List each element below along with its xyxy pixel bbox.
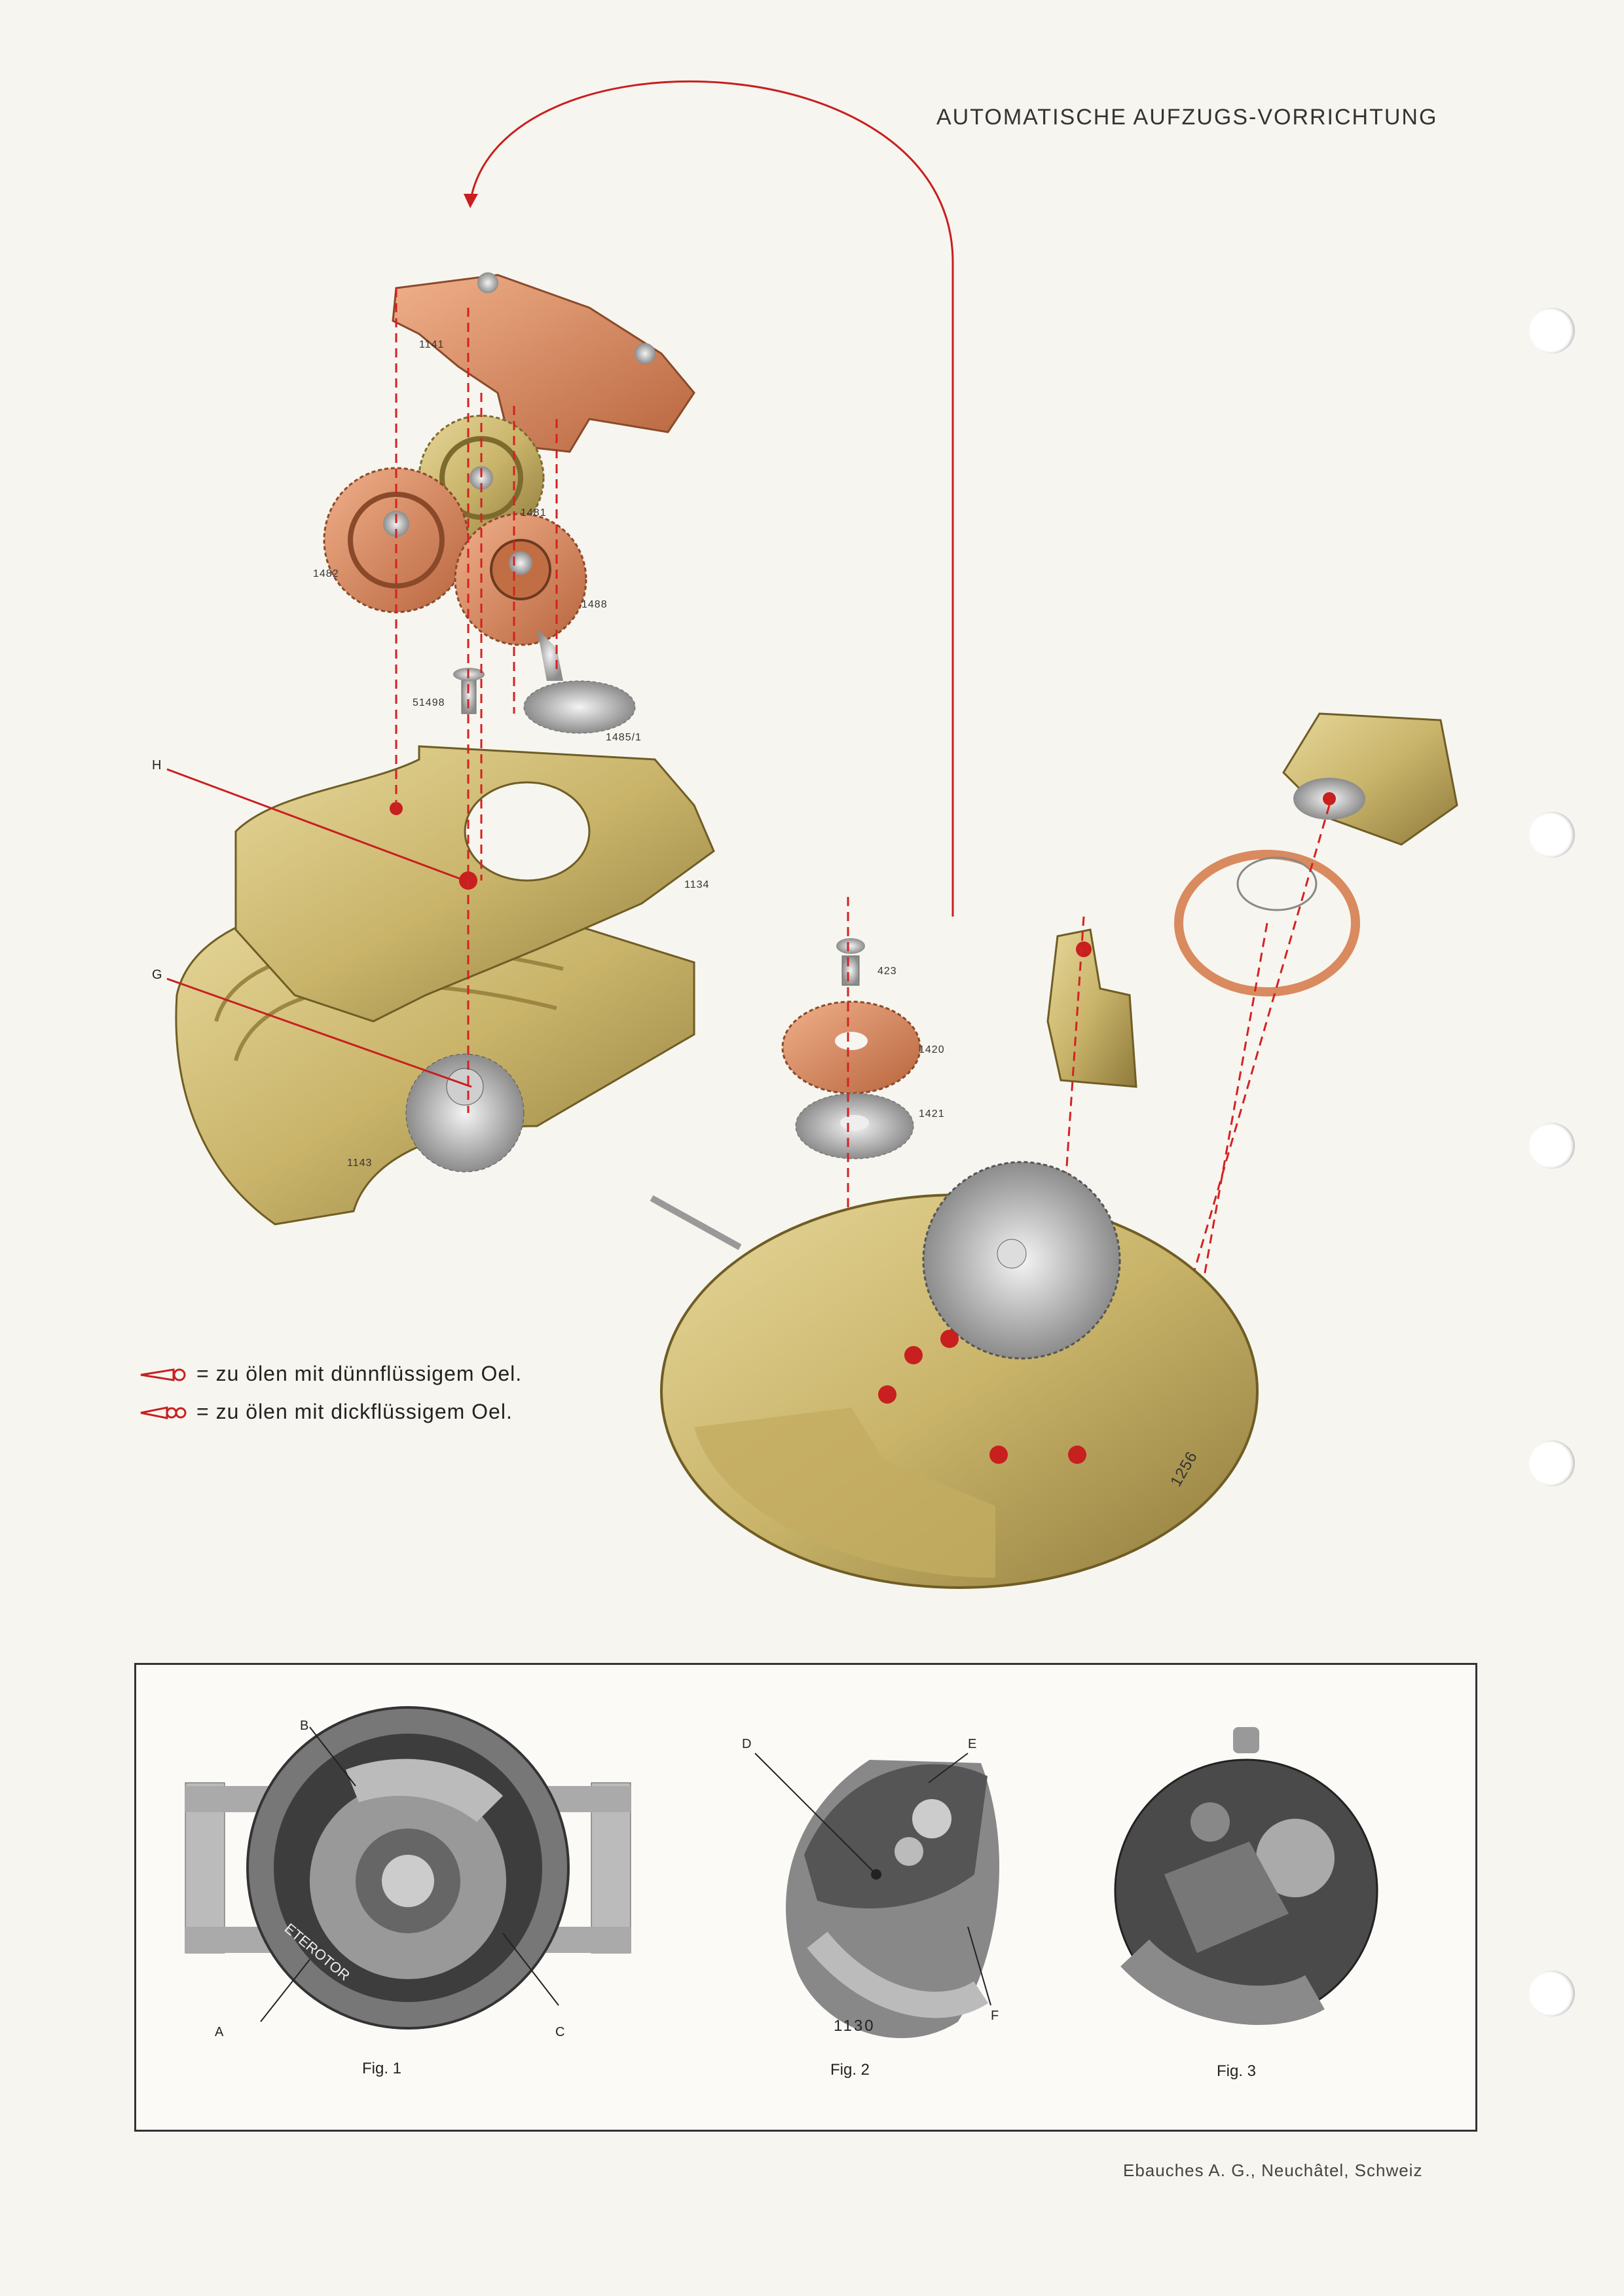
thick-oil-icon [140,1406,187,1419]
balance-wheel [1174,850,1360,996]
binder-hole [1529,308,1575,354]
fig1-label-a: A [215,2025,224,2039]
balance-cock [1282,712,1458,846]
publisher-footer: Ebauches A. G., Neuchâtel, Schweiz [1123,2160,1423,2180]
part-number-1421: 1421 [919,1108,945,1120]
fig1-label-b: B [300,1719,309,1733]
legend-thick-oil: = zu ölen mit dickflüssigem Oel. [196,1400,513,1423]
thin-oil-icon [140,1368,186,1381]
figure-panel: ETEROTOR B A C D E F 1130 Fig. 1 [134,1663,1477,2132]
bridge-1141 [392,274,695,453]
label-g: G [152,968,162,982]
binder-hole [1529,1123,1575,1169]
fig1-watch-photo [185,1706,631,2030]
part-number-1420: 1420 [919,1044,945,1055]
arrow-head-icon [464,194,478,208]
base-movement [650,1161,1259,1589]
part-number-1143: 1143 [347,1157,373,1169]
lever-part [1046,928,1137,1088]
fig2-movement-photo [786,1760,1000,2039]
reverser-gear [405,1053,525,1173]
fig2-number: 1130 [834,2017,876,2035]
fig2-label-e: E [968,1737,977,1751]
fig3-caption: Fig. 3 [1217,2062,1257,2080]
part-number-1488: 1488 [581,599,608,610]
fig2-label-d: D [742,1737,752,1751]
part-number-1141: 1141 [419,339,445,350]
wheel-1420 [781,1000,921,1095]
part-number-1482: 1482 [313,568,339,579]
fig1-caption: Fig. 1 [362,2060,402,2077]
wheel-1485 [523,629,636,734]
fig3-movement-photo [1114,1727,1378,2025]
page-title: AUTOMATISCHE AUFZUGS-VORRICHTUNG [936,105,1438,130]
part-number-1485: 1485/1 [606,732,642,743]
fig1-label-c: C [555,2025,565,2039]
binder-hole [1529,1971,1575,2016]
wheel-1421 [795,1093,914,1159]
part-number-423: 423 [877,966,897,977]
fig2-caption: Fig. 2 [830,2061,870,2079]
label-h: H [152,758,162,773]
transfer-arrow [469,80,954,917]
screw-423 [836,938,865,986]
wheel-1488 [454,513,587,646]
part-number-1481: 1481 [521,507,547,519]
part-number-1134: 1134 [684,879,710,890]
binder-hole [1529,812,1575,858]
legend-thin-oil: = zu ölen mit dünnflüssigem Oel. [196,1362,523,1385]
part-number-51498: 51498 [413,697,445,708]
fig2-label-f: F [991,2009,999,2023]
binder-hole [1529,1440,1575,1486]
figure-photos: ETEROTOR [185,1706,1378,2039]
